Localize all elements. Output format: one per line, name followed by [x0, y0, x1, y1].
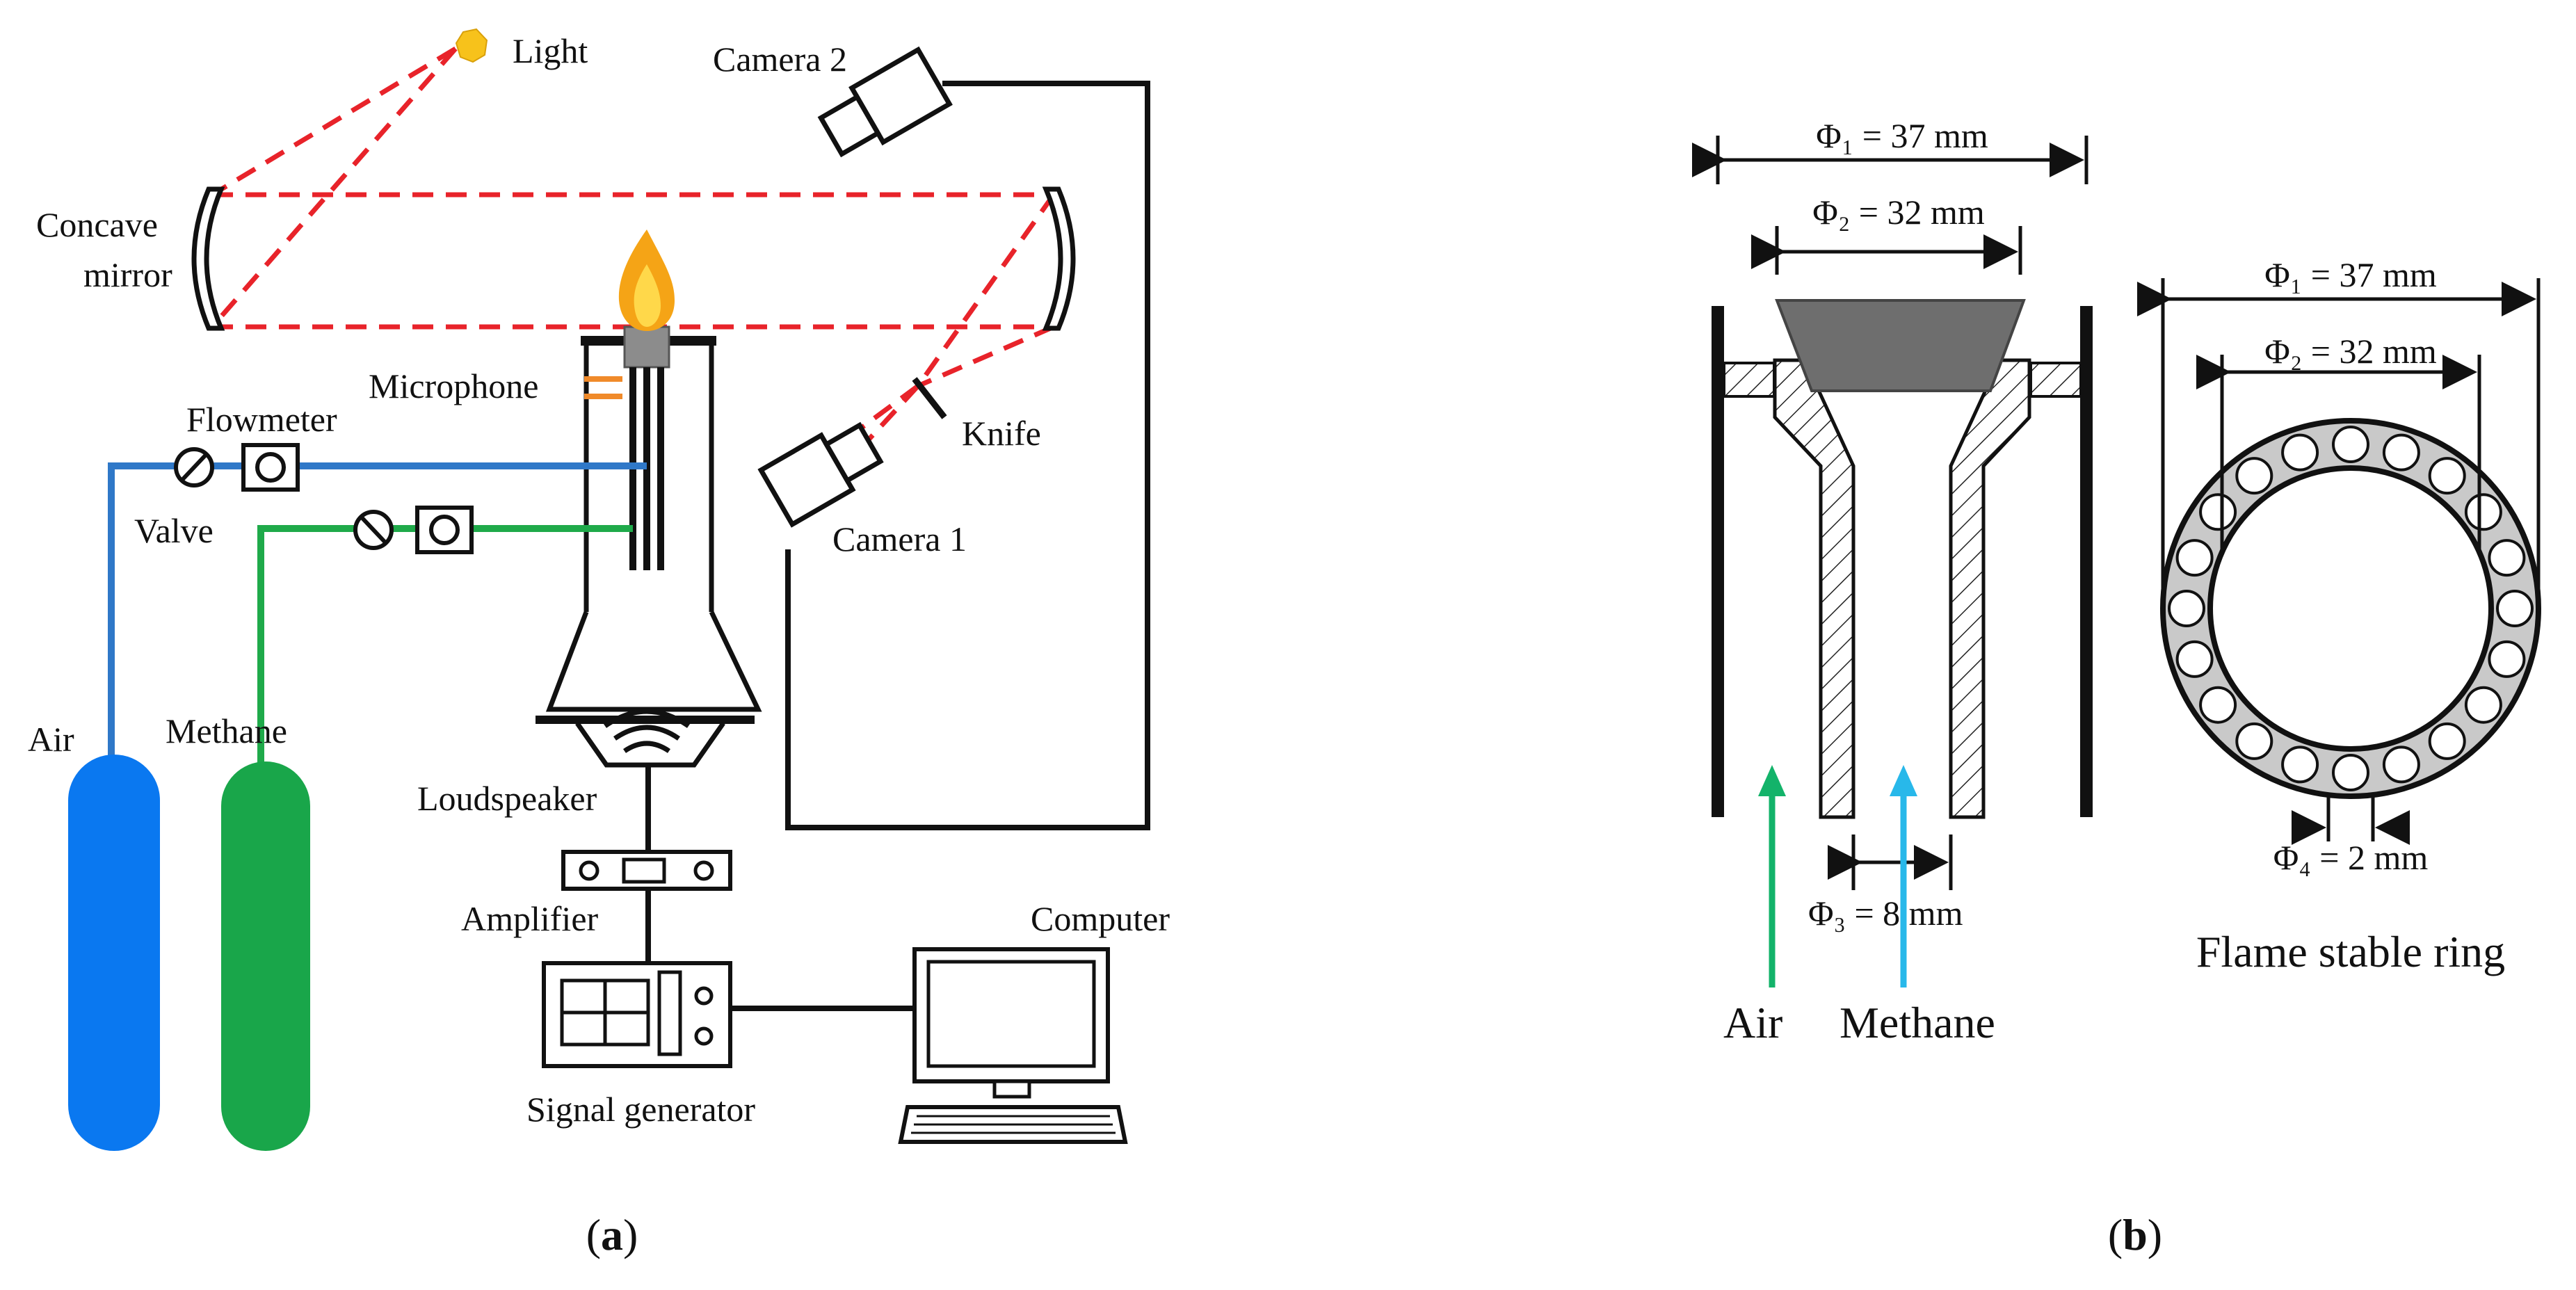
ring-hole [2175, 640, 2214, 678]
valve-label: Valve [134, 511, 214, 550]
camera-1-label: Camera 1 [832, 519, 967, 558]
phi3-label: Φ₃ = 8 mm [1808, 894, 1963, 933]
air-tank-icon [68, 755, 160, 1151]
concave-mirror-right [1042, 186, 1076, 331]
ring-hole [2464, 493, 2502, 531]
methane-valve-icon [353, 510, 394, 550]
air-valve-icon [174, 447, 214, 487]
microphone-label: Microphone [369, 366, 538, 405]
ring-hole [2428, 722, 2466, 760]
ring-hole [2428, 457, 2466, 495]
ring-hole [2496, 590, 2534, 627]
flame-stable-ring [2160, 418, 2541, 799]
phi1-ring-dimension [2137, 278, 2541, 608]
ring-hole [2235, 457, 2273, 495]
methane-supply-line [257, 525, 633, 772]
bluff-body [1775, 299, 2026, 392]
flame-icon [618, 229, 675, 331]
camera-2-icon [817, 46, 953, 158]
microphone-icon [584, 376, 622, 399]
concave-mirror-label-line1: Concave [36, 205, 158, 244]
camera-1-icon [757, 421, 884, 528]
ring-hole [2175, 539, 2214, 577]
methane-tank-icon [221, 761, 310, 1151]
amplifier-label: Amplifier [461, 899, 599, 938]
phi1-ring-label: Φ₁ = 37 mm [2264, 255, 2437, 294]
signal-generator-icon [542, 961, 732, 1068]
signal-wiring [645, 765, 915, 1011]
signal-generator-label: Signal generator [526, 1090, 755, 1129]
loudspeaker-icon [603, 709, 691, 753]
ring-hole [2199, 493, 2237, 531]
burner-cross-section [1712, 299, 2093, 819]
light-source-icon [455, 28, 488, 63]
phi2-ring-label: Φ₂ = 32 mm [2264, 332, 2437, 371]
ring-hole [2332, 754, 2369, 791]
methane-flow-label: Methane [1840, 998, 1995, 1047]
air-label: Air [28, 720, 74, 759]
computer-label: Computer [1031, 899, 1170, 938]
air-flowmeter-icon [241, 443, 300, 492]
air-supply-line [108, 462, 647, 765]
phi1-top-label: Φ₁ = 37 mm [1816, 116, 1988, 155]
camera-2-label: Camera 2 [713, 40, 847, 79]
panel-a-caption: (a) [586, 1210, 638, 1259]
methane-label: Methane [166, 711, 287, 750]
ring-hole [2332, 426, 2369, 463]
flowmeter-label: Flowmeter [186, 400, 337, 439]
phi2-top-dimension [1751, 226, 2022, 275]
ring-hole [2382, 433, 2420, 471]
loudspeaker-label: Loudspeaker [417, 779, 597, 818]
light-label: Light [513, 31, 588, 70]
ring-hole [2281, 745, 2319, 784]
methane-flow-arrow [1890, 765, 1917, 987]
ring-label: Flame stable ring [2196, 927, 2505, 976]
ring-hole [2382, 745, 2420, 784]
panel-b: Φ₁ = 37 mm Φ₂ = 32 mm Φ₃ = 8 mm Air Meth… [1692, 116, 2541, 1259]
computer-icon [898, 947, 1128, 1144]
phi4-label: Φ₄ = 2 mm [2273, 838, 2429, 877]
phi2-ring-dimension [2196, 355, 2481, 549]
ring-hole [2281, 433, 2319, 471]
air-flow-label: Air [1723, 998, 1782, 1047]
ring-hole [2168, 590, 2205, 627]
panel-a: Light Concave mirror Camera 2 Camera 1 K… [28, 28, 1170, 1259]
concave-mirror-left [191, 186, 225, 331]
phi1-top-dimension [1692, 136, 2088, 184]
panel-b-caption: (b) [2108, 1210, 2162, 1259]
knife-edge-icon [912, 377, 947, 419]
ring-hole [2199, 686, 2237, 724]
air-flow-arrow [1758, 765, 1786, 987]
camera-2-cable [785, 81, 1150, 830]
concave-mirror-label-line2: mirror [83, 255, 172, 294]
phi2-top-label: Φ₂ = 32 mm [1812, 193, 1985, 232]
ring-hole [2464, 686, 2502, 724]
ring-hole [2235, 722, 2273, 760]
ring-hole [2488, 539, 2526, 577]
methane-flowmeter-icon [415, 506, 474, 554]
phi4-dimension [2292, 796, 2410, 845]
ring-holes [2168, 426, 2534, 791]
amplifier-icon [561, 850, 732, 891]
burner-assembly [536, 325, 762, 768]
ring-hole [2488, 640, 2526, 678]
knife-label: Knife [962, 414, 1041, 453]
